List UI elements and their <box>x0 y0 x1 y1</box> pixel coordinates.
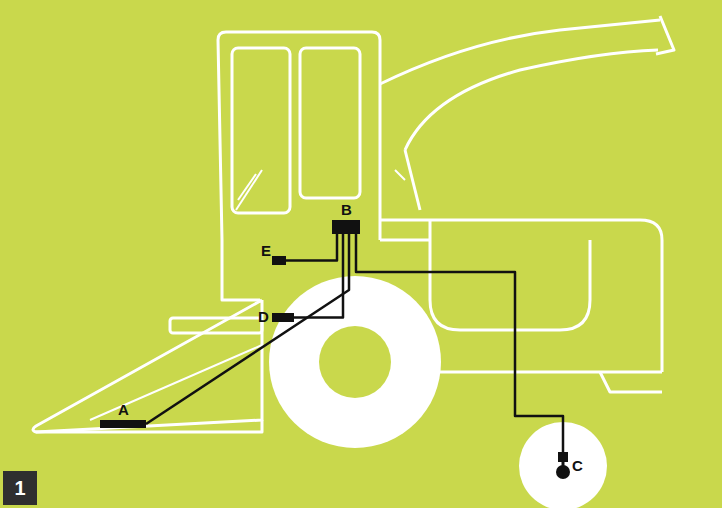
part-letter: A <box>118 402 129 417</box>
sensor-block: E <box>272 256 286 265</box>
part-letter: C <box>572 458 583 473</box>
control-unit: B <box>332 220 360 234</box>
wire <box>356 234 563 452</box>
part-letter: B <box>341 202 352 217</box>
wire <box>294 234 343 318</box>
sensor-body <box>272 256 286 265</box>
wire <box>286 234 337 261</box>
sensor-body <box>558 452 568 462</box>
sensor-body <box>332 220 360 234</box>
wire <box>146 234 349 424</box>
sensor-block: D <box>272 313 294 322</box>
part-letter: E <box>261 243 271 258</box>
sensor-body <box>100 420 146 428</box>
sensor-block: C <box>558 452 568 462</box>
figure-number: 1 <box>3 471 37 498</box>
part-letter: D <box>258 309 269 324</box>
sensor-body <box>272 313 294 322</box>
figure-number-box: 1 <box>3 471 37 505</box>
sensor-block: A <box>100 420 146 428</box>
